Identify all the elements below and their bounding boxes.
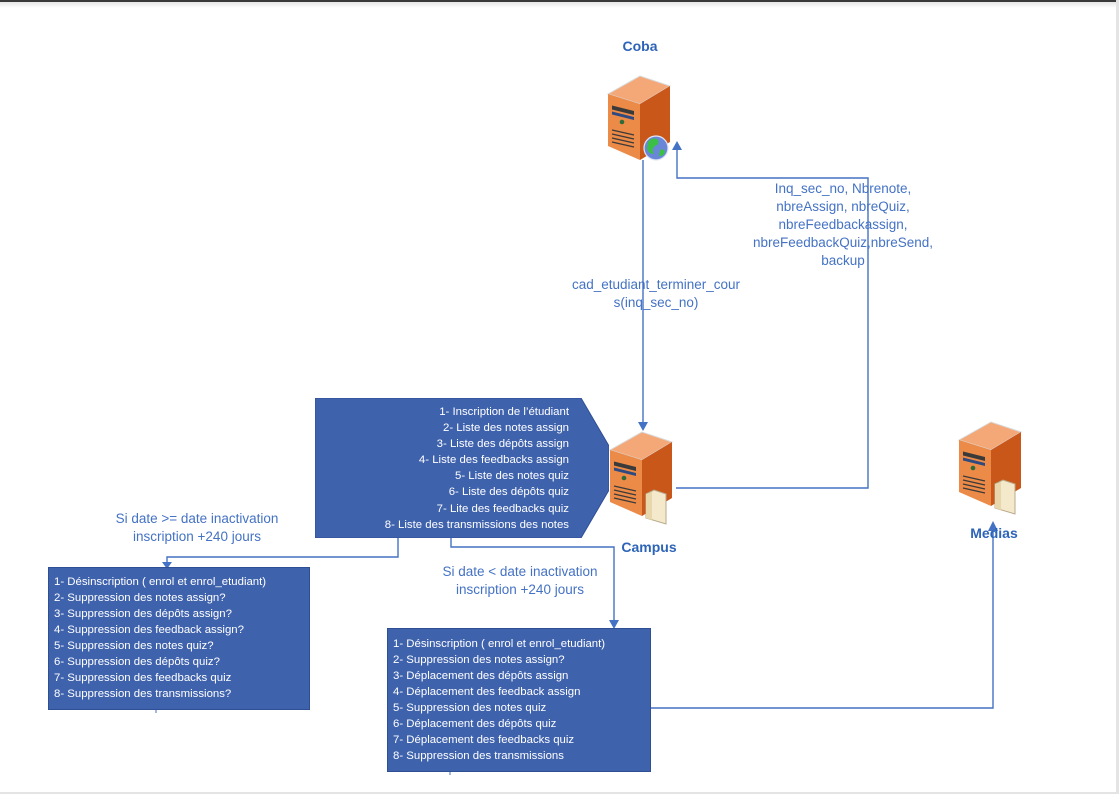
step-item: 2- Suppression des notes assign? — [393, 654, 565, 666]
edge-label-coba-to-campus: cad_etudiant_terminer_cour s(inq_sec_no) — [571, 277, 741, 310]
server-coba[interactable] — [606, 72, 676, 169]
edge-label-branch-lt: Si date < date inactivation inscription … — [442, 564, 598, 597]
banner-shape — [315, 398, 609, 538]
arrowhead-campus-in — [638, 422, 648, 431]
file-server-icon — [608, 431, 674, 525]
banner-item: 2- Liste des notes assign — [442, 422, 569, 435]
arrowhead-box-lt — [609, 620, 619, 629]
step-item: 3- Suppression des dépôts assign? — [54, 608, 232, 620]
step-item: 5- Suppression des notes quiz? — [54, 640, 214, 652]
step-item: 1- Désinscription ( enrol et enrol_etudi… — [393, 638, 606, 650]
edge-branch-ge — [166, 538, 399, 564]
server-medias[interactable] — [957, 418, 1027, 523]
edge-label-campus-to-coba: Inq_sec_no, Nbrenote, nbreAssign, nbreQu… — [752, 181, 934, 268]
step-item: 3- Déplacement des dépôts assign — [393, 670, 569, 682]
node-label-coba: Coba — [622, 38, 658, 54]
node-label-medias: Medias — [970, 525, 1018, 541]
server-campus[interactable] — [608, 428, 678, 533]
page-bottom-edge — [0, 792, 1119, 794]
page-right-edge — [1116, 0, 1119, 794]
arrowhead-box-ge — [162, 562, 172, 569]
file-server-icon — [957, 421, 1023, 515]
step-item: 7- Suppression des feedbacks quiz — [54, 672, 232, 684]
step-item: 1- Désinscription ( enrol et enrol_etudi… — [54, 576, 267, 588]
arrowhead-medias-in — [988, 521, 998, 531]
window-top-shadow — [0, 2, 1119, 8]
deletion-process-box: 1- Désinscription ( enrol et enrol_etudi… — [48, 567, 310, 710]
step-item: 4- Déplacement des feedback assign — [393, 686, 581, 698]
step-item: 6- Déplacement des dépôts quiz — [393, 718, 557, 730]
step-item: 6- Suppression des dépôts quiz? — [54, 656, 220, 668]
move-process-box: 1- Désinscription ( enrol et enrol_etudi… — [387, 628, 651, 772]
step-item: 2- Suppression des notes assign? — [54, 592, 226, 604]
banner-item: 6- Liste des dépôts quiz — [448, 486, 569, 499]
banner-item: 4- Liste des feedbacks assign — [418, 454, 569, 467]
node-label-campus: Campus — [621, 539, 677, 555]
banner-item: 8- Liste des transmissions des notes — [384, 518, 569, 531]
step-item: 5- Suppression des notes quiz — [393, 702, 547, 714]
web-server-icon — [606, 75, 672, 161]
step-item: 7- Déplacement des feedbacks quiz — [393, 734, 575, 746]
move-steps-list: 1- Désinscription ( enrol et enrol_etudi… — [388, 629, 650, 764]
window-top-border — [0, 0, 1119, 2]
campus-process-banner: 1- Inscription de l’étudiant 2- Liste de… — [315, 398, 609, 538]
campus-banner-list: 1- Inscription de l’étudiant 2- Liste de… — [385, 404, 569, 533]
step-item: 8- Suppression des transmissions — [393, 750, 564, 762]
banner-item: 3- Liste des dépôts assign — [436, 438, 569, 451]
step-item: 8- Suppression des transmissions? — [54, 688, 232, 700]
step-item: 4- Suppression des feedback assign? — [54, 624, 244, 636]
banner-item: 5- Liste des notes quiz — [455, 470, 569, 483]
edge-campus-to-coba — [676, 148, 869, 489]
arrowhead-coba-in — [672, 141, 682, 150]
deletion-steps-list: 1- Désinscription ( enrol et enrol_etudi… — [49, 568, 309, 702]
edge-box-to-medias — [649, 530, 994, 709]
edge-label-branch-ge: Si date >= date inactivation inscription… — [115, 511, 279, 544]
banner-item: 7- Lite des feedbacks quiz — [436, 502, 569, 515]
edge-branch-lt — [450, 538, 615, 622]
banner-item: 1- Inscription de l’étudiant — [439, 406, 569, 418]
